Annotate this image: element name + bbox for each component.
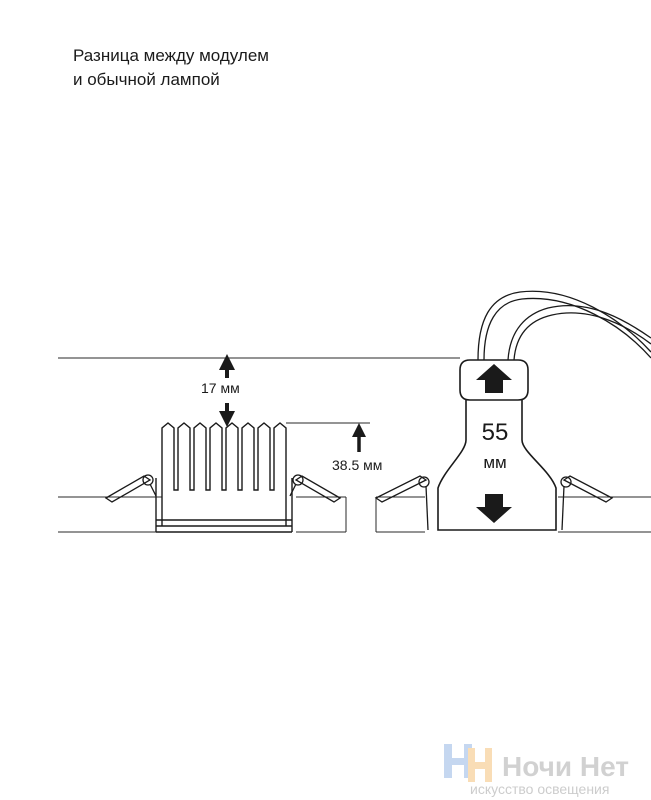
gap-dimension-label: 17 мм — [201, 380, 240, 396]
ceiling-panel-right — [375, 496, 651, 533]
led-module-heatsink — [155, 422, 293, 533]
module-height-label: 38.5 мм — [332, 457, 382, 473]
lamp-spring-clip-right — [560, 475, 614, 531]
ceiling-panel-left — [58, 496, 347, 533]
logo-mark-icon — [444, 744, 492, 782]
lamp-arrow-up-icon — [476, 364, 512, 393]
heading-line-1: Разница между модулем — [73, 46, 269, 65]
module-spring-clip-left — [104, 474, 157, 503]
lamp-arrow-down-icon — [476, 494, 512, 523]
lamp-height-value: 55 — [482, 419, 509, 446]
heading-line-2: и обычной лампой — [73, 70, 220, 89]
brand-logo: Ночи Нет искусство освещения — [444, 744, 629, 797]
lamp-spring-clip-left — [374, 475, 430, 531]
diagram-heading: Разница между модулем и обычной лампой — [73, 44, 433, 92]
lamp-wires — [477, 290, 651, 361]
logo-tagline: искусство освещения — [470, 781, 609, 797]
lamp-height-unit: мм — [483, 453, 506, 472]
logo-name: Ночи Нет — [502, 751, 629, 782]
module-spring-clip-right — [289, 474, 342, 503]
conventional-lamp — [437, 359, 557, 531]
